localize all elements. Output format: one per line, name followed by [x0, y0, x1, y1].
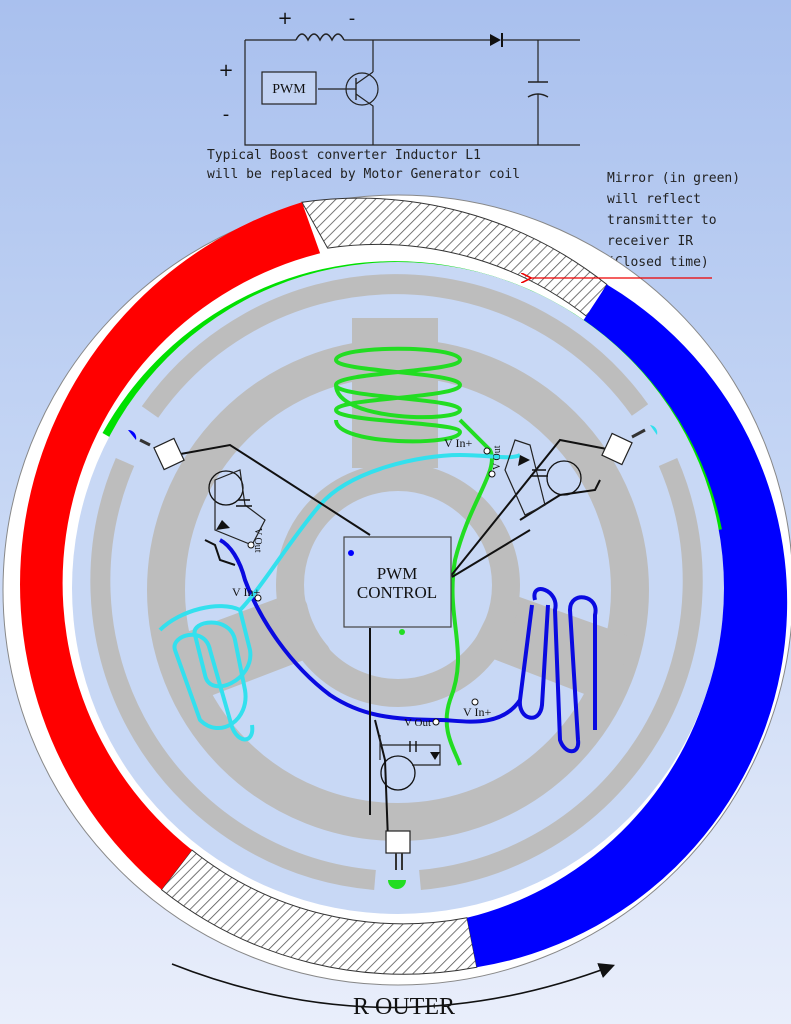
pwm-control-box: PWM CONTROL [343, 529, 531, 635]
terminal-vin-right: V In+ [444, 436, 472, 450]
ir-sensor-right [601, 425, 658, 466]
stator-outer-arc-right [419, 458, 703, 890]
input-plus-sign: + [218, 60, 233, 81]
input-minus-sign: - [223, 104, 230, 125]
coil-blue [218, 538, 598, 754]
mirror-note-line5: (Closed time) [607, 255, 709, 270]
terminal-vout-left: V Out [252, 528, 263, 553]
coil-cyan [158, 453, 521, 742]
terminal-vout-bottom: V Out [404, 717, 431, 729]
pwm-control-line2: CONTROL [357, 583, 437, 602]
mirror-note-line4: receiver IR [607, 234, 693, 249]
terminal-vin-bottom: V In+ [463, 705, 491, 719]
red-magnet-segment [20, 202, 321, 890]
pwm-box [261, 71, 317, 105]
inductor-plus-sign: + [277, 8, 292, 29]
driver-circuit-bottom: V Out V In+ [369, 628, 491, 841]
transistor-right [546, 460, 582, 496]
mirror-note: Mirror (in green) will reflect transmitt… [607, 171, 740, 270]
coil-green [334, 346, 494, 766]
mirror-note-line2: will reflect [607, 192, 701, 207]
mirror-note-line1: Mirror (in green) [607, 171, 740, 186]
stator-outer-arc-left [90, 458, 376, 890]
driver-circuit-right: V Out V In+ [444, 436, 613, 578]
ir-sensor-left [128, 429, 185, 471]
rotation-direction-arrow [171, 963, 615, 1009]
inductor-l1-symbol [295, 33, 345, 42]
boost-converter-schematic: PWM + - + - Typical Boost converter Indu… [207, 8, 580, 182]
driver-circuit-left: V Out V In+ [174, 443, 371, 602]
stator-hub-ring [276, 463, 520, 707]
mirror-note-line3: transmitter to [607, 213, 717, 228]
diode-symbol [490, 34, 501, 46]
terminal-vout-right: V Out [492, 445, 503, 470]
schematic-caption-line2: will be replaced by Motor Generator coil [207, 167, 520, 182]
inductor-minus-sign: - [349, 8, 356, 29]
terminal-vin-left: V In+ [232, 585, 260, 599]
pwm-control-line1: PWM [377, 564, 418, 583]
transistor-bottom [380, 755, 416, 791]
rotor-label: R OUTER [353, 994, 455, 1020]
stator-outer-arc-top [141, 274, 649, 418]
ir-sensor-bottom [385, 830, 411, 889]
blue-magnet-segment [467, 284, 788, 968]
schematic-caption-line1: Typical Boost converter Inductor L1 [207, 148, 481, 163]
pwm-box-label: PWM [272, 82, 306, 97]
